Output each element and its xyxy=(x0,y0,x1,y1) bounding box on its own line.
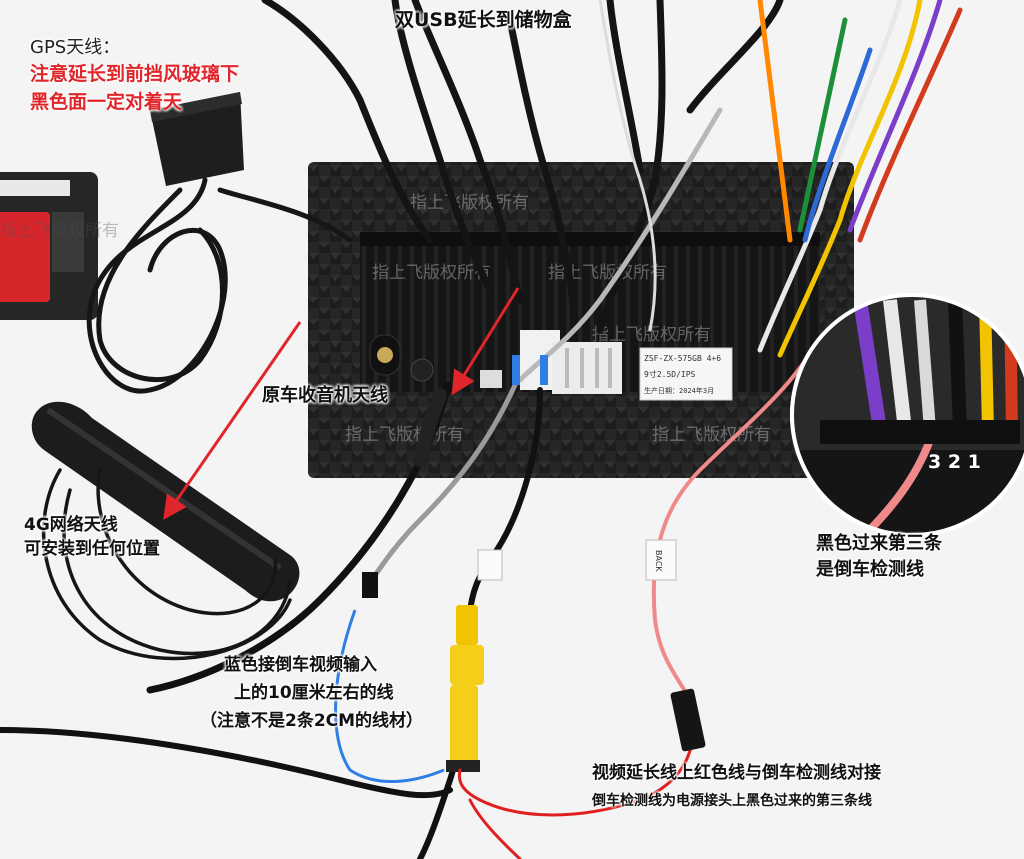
watermark-2: 指上飞版权所有 xyxy=(548,263,667,283)
video-ext-label-2: 倒车检测线为电源接头上黑色过来的第三条线 xyxy=(592,793,872,809)
watermark-3: 指上飞版权所有 xyxy=(592,325,711,345)
device-label-line1: ZSF-ZX-575GB 4+6 xyxy=(644,354,721,363)
top-harness xyxy=(757,0,963,358)
cable-tag-2 xyxy=(645,539,677,581)
blue-wire-label-2: 上的10厘米左右的线 xyxy=(234,683,394,703)
radio-antenna-label: 原车收音机天线 xyxy=(262,385,388,406)
watermark-5: 指上飞版权所有 xyxy=(652,425,771,445)
gps-note-2-label: 黑色面一定对着天 xyxy=(30,91,183,113)
watermark-6: 指上飞版权所有 xyxy=(410,193,529,213)
pointer-arrows xyxy=(163,287,520,520)
radio-antenna-cable xyxy=(146,381,452,694)
cable-tag-text: BACK xyxy=(654,550,663,572)
blue-wire-label-3: （注意不是2条2CM的线材） xyxy=(200,711,424,731)
watermark-7: 指上飞版权所有 xyxy=(0,221,119,241)
device-label-line2: 9寸2.5D/IPS xyxy=(644,369,696,379)
gps-antenna xyxy=(150,92,244,186)
gps-title-label: GPS天线： xyxy=(30,37,121,58)
top-cables xyxy=(261,0,784,334)
4g-antenna-label-1: 4G网络天线 xyxy=(24,515,118,535)
blue-markers xyxy=(512,355,548,385)
gps-cable-coil xyxy=(86,177,353,394)
cable-tag-1 xyxy=(477,549,503,581)
blue-wire-connector xyxy=(362,572,378,598)
watermark-4: 指上飞版权所有 xyxy=(345,425,464,445)
red-pink-wires xyxy=(457,343,817,859)
dashcam-device xyxy=(0,172,98,320)
4g-antenna-label-2: 可安装到任何位置 xyxy=(24,539,160,559)
zoom-inset xyxy=(790,293,1024,537)
dual-usb-label: 双USB延长到储物盒 xyxy=(395,9,572,31)
pin-numbers-label: 3 2 1 xyxy=(928,451,981,473)
reverse-detect-label-2: 是倒车检测线 xyxy=(816,559,924,580)
watermark-1: 指上飞版权所有 xyxy=(372,263,491,283)
gps-note-1-label: 注意延长到前挡风玻璃下 xyxy=(30,63,240,85)
reverse-detect-label-1: 黑色过来第三条 xyxy=(816,533,942,554)
4g-cable-coil xyxy=(41,468,292,661)
blue-wire-label-1: 蓝色接倒车视频输入 xyxy=(224,655,377,675)
blue-wire xyxy=(334,609,445,783)
video-ext-label-1: 视频延长线上红色线与倒车检测线对接 xyxy=(592,763,881,783)
pink-wire-connector xyxy=(670,688,706,752)
rca-connector xyxy=(446,605,484,772)
device-label-line3: 生产日期：2024年3月 xyxy=(644,386,714,395)
